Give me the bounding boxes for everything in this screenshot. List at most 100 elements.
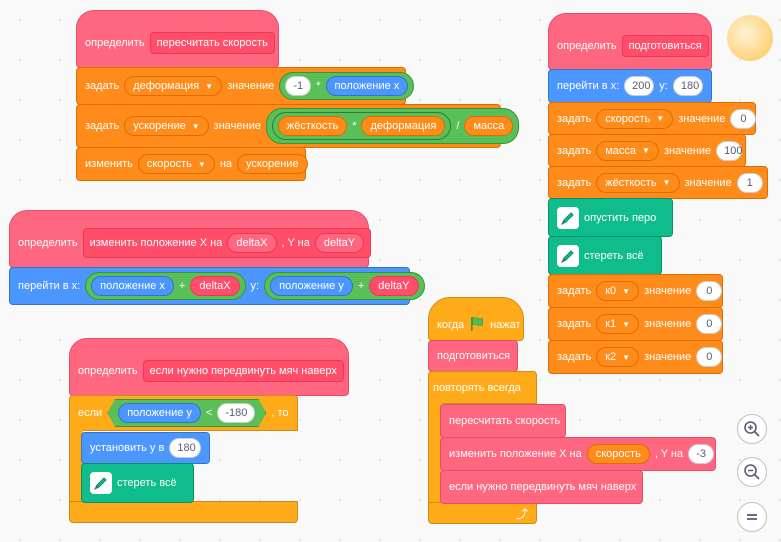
arg-deltay[interactable]: deltaY	[314, 233, 365, 253]
variable-dropdown[interactable]: к0▼	[596, 281, 640, 301]
number-input[interactable]: -180	[217, 403, 255, 423]
goto-x-label: перейти в x:	[557, 80, 620, 92]
variable-dropdown[interactable]: ускорение▼	[124, 116, 209, 136]
define-block-move-ball-up[interactable]: определить если нужно передвинуть мяч на…	[69, 338, 349, 396]
by-label: на	[219, 158, 233, 170]
multiply-operator[interactable]: жёсткость * деформация	[271, 112, 452, 140]
arg-deltax[interactable]: deltaX	[190, 276, 240, 296]
define-label: определить	[85, 37, 145, 49]
variable-dropdown[interactable]: деформация▼	[124, 76, 223, 96]
zoom-out-icon	[744, 464, 760, 480]
when-flag-clicked-hat[interactable]: когда нажат	[428, 297, 524, 341]
variable-dropdown[interactable]: к2▼	[596, 347, 640, 367]
define-label: определить	[18, 237, 78, 249]
clear-block[interactable]: стереть всё	[81, 463, 194, 503]
call-move-ball-up-block[interactable]: если нужно передвинуть мяч наверх	[440, 470, 643, 504]
clear-block[interactable]: стереть всё	[548, 236, 662, 275]
zoom-out-button[interactable]	[737, 457, 767, 487]
add-operator-x[interactable]: положение x + deltaX	[85, 272, 246, 300]
add-operator-y[interactable]: положение y + deltaY	[264, 272, 425, 300]
set-label: задать	[85, 80, 120, 92]
value-label: значение	[213, 120, 261, 132]
value-input[interactable]: 0	[696, 347, 723, 367]
clear-label: стереть всё	[117, 477, 177, 489]
reset-zoom-button[interactable]	[737, 502, 767, 532]
forever-block[interactable]: повторять всегда	[428, 371, 537, 404]
forever-label: повторять всегда	[433, 381, 521, 394]
set-variable-block[interactable]: задать масса▼ значение 100	[548, 134, 746, 167]
value-input[interactable]: 0	[696, 314, 723, 334]
goto-x-label: перейти в x:	[18, 280, 81, 292]
variable-dropdown[interactable]: скорость▼	[596, 108, 674, 129]
x-position-reporter[interactable]: положение x	[91, 276, 174, 296]
call-recalc-speed-block[interactable]: пересчитать скорость	[440, 404, 566, 438]
forever-block-bottom: ⤴	[428, 502, 537, 524]
call-move-xy-block[interactable]: изменить положение X на скорость , Y на …	[440, 437, 716, 471]
variable-dropdown[interactable]: к1▼	[596, 314, 640, 334]
value-input[interactable]: 100	[716, 140, 743, 161]
value-input[interactable]: 0	[730, 108, 757, 129]
set-variable-block[interactable]: задать жёсткость▼ значение 1	[548, 166, 768, 199]
define-label: определить	[78, 365, 138, 377]
zoom-in-icon	[744, 421, 760, 437]
goto-xy-block[interactable]: перейти в x: 200 y: 180	[548, 69, 712, 103]
pen-icon	[557, 244, 579, 267]
zoom-in-button[interactable]	[737, 414, 767, 444]
proc-signature: изменить положение X на deltaX , Y на de…	[82, 228, 372, 258]
x-position-reporter[interactable]: положение x	[325, 76, 409, 96]
variable-dropdown[interactable]: скорость▼	[137, 154, 215, 174]
y-position-reporter[interactable]: положение y	[118, 403, 201, 423]
pen-down-block[interactable]: опустить перо	[548, 198, 673, 237]
goto-xy-block[interactable]: перейти в x: положение x + deltaX y: пол…	[9, 267, 425, 305]
change-variable-block[interactable]: изменить скорость▼ на ускорение	[76, 147, 308, 181]
set-y-block[interactable]: установить y в 180	[81, 432, 210, 464]
value-input[interactable]: 1	[736, 172, 763, 193]
mass-reporter[interactable]: масса	[464, 116, 514, 136]
call-label: пересчитать скорость	[449, 415, 561, 427]
when-label: когда	[437, 319, 465, 331]
multiply-operator[interactable]: -1 * положение x	[279, 72, 415, 100]
set-variable-block[interactable]: задать к1▼ значение 0	[548, 307, 723, 341]
proc-name: подготовиться	[621, 34, 709, 57]
value-input[interactable]: 0	[696, 281, 723, 301]
divide-operator[interactable]: жёсткость * деформация / масса	[265, 108, 520, 144]
x-input[interactable]: 200	[624, 76, 655, 96]
set-variable-block[interactable]: задать к0▼ значение 0	[548, 274, 723, 308]
y-input[interactable]: 180	[672, 76, 703, 96]
define-block-recalc-speed[interactable]: определить пересчитать скорость	[76, 10, 279, 68]
if-block-bottom	[69, 501, 298, 523]
number-input[interactable]: -1	[285, 76, 312, 96]
variable-dropdown[interactable]: жёсткость▼	[596, 172, 680, 193]
define-block-move-xy[interactable]: определить изменить положение X на delta…	[9, 210, 372, 268]
change-label: изменить	[85, 158, 133, 170]
number-input[interactable]: -3	[688, 444, 715, 464]
arg-deltay[interactable]: deltaY	[369, 276, 419, 296]
call-label: подготовиться	[437, 350, 511, 362]
goto-y-label: y:	[250, 280, 260, 292]
y-position-reporter[interactable]: положение y	[270, 276, 353, 296]
stiffness-reporter[interactable]: жёсткость	[277, 116, 348, 136]
if-block-arm	[69, 430, 83, 502]
define-label: определить	[557, 39, 617, 52]
pen-down-label: опустить перо	[584, 211, 657, 224]
proc-name: если нужно передвинуть мяч наверх	[142, 360, 344, 382]
variable-dropdown[interactable]: масса▼	[596, 140, 659, 161]
define-block-prepare[interactable]: определить подготовиться	[548, 13, 712, 70]
deformation-reporter[interactable]: деформация	[361, 116, 446, 136]
arg-deltax[interactable]: deltaX	[227, 233, 277, 253]
loop-arrow-icon: ⤴	[515, 506, 528, 521]
pen-icon	[90, 472, 112, 494]
set-variable-block[interactable]: задать к2▼ значение 0	[548, 340, 723, 374]
set-variable-block[interactable]: задать скорость▼ значение 0	[548, 102, 757, 135]
acceleration-reporter[interactable]: ускорение	[237, 154, 308, 174]
call-prepare-block[interactable]: подготовиться	[428, 340, 518, 372]
set-variable-block[interactable]: задать деформация▼ значение -1 * положен…	[76, 67, 415, 105]
if-block[interactable]: если положение y < -180 , то	[69, 395, 298, 431]
less-than-operator[interactable]: положение y < -180	[107, 399, 266, 427]
pen-icon	[557, 206, 579, 229]
set-variable-block[interactable]: задать ускорение▼ значение жёсткость * д…	[76, 104, 520, 148]
sprite-thumbnail[interactable]	[727, 15, 773, 61]
number-input[interactable]: 180	[169, 438, 201, 458]
value-label: значение	[227, 80, 275, 92]
speed-reporter[interactable]: скорость	[586, 444, 650, 464]
